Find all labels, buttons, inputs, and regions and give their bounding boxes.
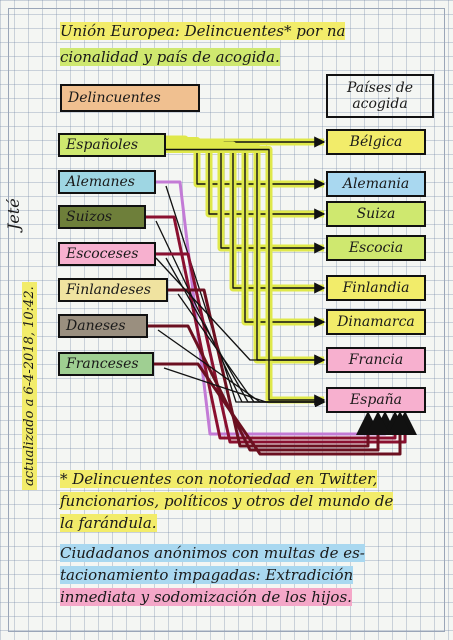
loop-escoceses-to-espana bbox=[156, 252, 417, 444]
footnote-line-4: Ciudadanos anónimos con multas de es- bbox=[60, 544, 365, 562]
update-timestamp: actualizado a 6-4-2018, 10:42. bbox=[22, 282, 37, 490]
source-daneses: Daneses bbox=[58, 314, 148, 338]
source-alemanes: Alemanes bbox=[58, 170, 156, 194]
source-escoceses: Escoceses bbox=[58, 242, 156, 266]
source-finlandeses: Finlandeses bbox=[58, 278, 168, 302]
title-line-2: cionalidad y país de acogida. bbox=[60, 48, 280, 66]
target-dinamarca: Dinamarca bbox=[326, 309, 426, 335]
footnote-line-1: * Delincuentes con notoriedad en Twitter… bbox=[60, 470, 378, 488]
arrow-franceses-to-espana bbox=[163, 367, 326, 408]
arrow-espanoles-espana bbox=[166, 148, 326, 406]
target-finlandia: Finlandia bbox=[326, 275, 426, 301]
target-suiza: Suiza bbox=[326, 201, 426, 227]
target-alemania: Alemania bbox=[326, 171, 426, 197]
loop-franceses-to-espana bbox=[154, 362, 412, 456]
header-paises-acogida: Países de acogida bbox=[326, 74, 434, 118]
loop-finlandeses-to-espana bbox=[168, 288, 380, 448]
source-franceses: Franceses bbox=[58, 352, 154, 376]
source-suizos: Suizos bbox=[58, 205, 146, 229]
loop-daneses-to-espana bbox=[148, 324, 390, 452]
target-belgica: Bélgica bbox=[326, 129, 426, 155]
title-line-1: Unión Europea: Delincuentes* por na bbox=[60, 22, 346, 40]
target-escocia: Escocia bbox=[326, 235, 426, 261]
arrow-daneses-to-espana bbox=[157, 329, 326, 408]
header-delincuentes: Delincuentes bbox=[60, 84, 200, 112]
footnote-line-2: funcionarios, políticos y otros del mund… bbox=[60, 492, 394, 510]
page-border bbox=[8, 8, 445, 632]
target-francia: Francia bbox=[326, 347, 426, 373]
author-signature: Jeté bbox=[4, 198, 23, 230]
footnote-line-5: tacionamiento impagadas: Extradición bbox=[60, 566, 354, 584]
footnote-line-3: la farándula. bbox=[60, 514, 157, 532]
arrow-escoceses-to-francia bbox=[155, 257, 326, 366]
source-espanoles: Españoles bbox=[58, 133, 166, 157]
footnote-line-6: inmediata y sodomización de los hijos. bbox=[60, 588, 352, 606]
